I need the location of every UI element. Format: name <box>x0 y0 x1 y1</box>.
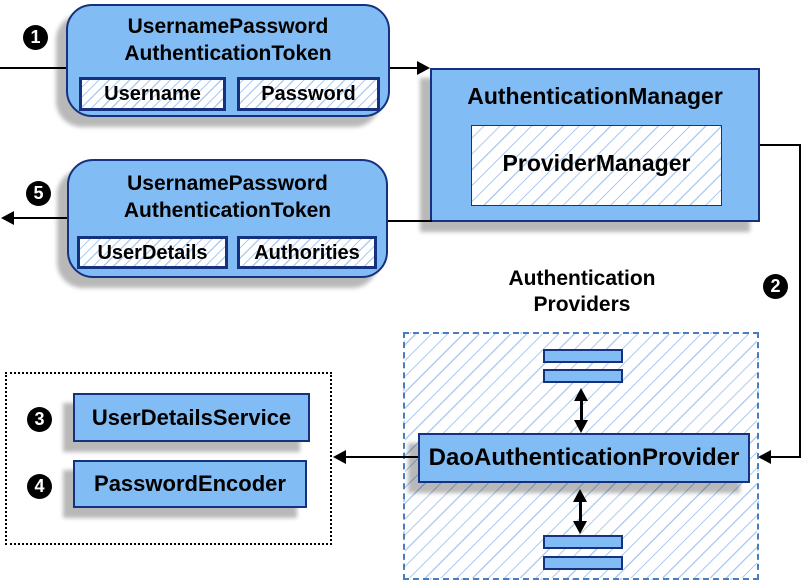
providers-label-line1: Authentication <box>508 267 656 290</box>
request-field-password: Password <box>237 77 380 111</box>
auth-manager-title: AuthenticationManager <box>467 83 723 109</box>
user-details-service-label: UserDetailsService <box>91 405 292 430</box>
request-inflow-line <box>0 67 66 69</box>
provider-manager-box: ProviderManager <box>471 125 722 206</box>
manager-to-dao-arrowhead <box>758 450 771 464</box>
manager-to-dao-line-vertical <box>799 144 801 458</box>
exchange-arrow-bottom-up-head <box>573 489 587 502</box>
user-details-service-box: UserDetailsService <box>73 393 310 442</box>
providers-label-line2: Providers <box>533 293 631 316</box>
response-outflow-line <box>12 217 67 219</box>
provider-bar-top-1 <box>543 349 623 363</box>
dao-to-services-line <box>345 456 418 458</box>
exchange-arrow-top-up-head <box>574 388 588 401</box>
manager-to-dao-line-horizontal-top <box>760 144 801 146</box>
provider-bar-top-2 <box>543 369 623 383</box>
step-5-badge: 5 <box>26 181 51 206</box>
response-token-title-line2: AuthenticationToken <box>123 199 332 222</box>
request-to-manager-line <box>390 67 419 69</box>
services-container <box>5 372 332 545</box>
dao-to-services-arrowhead <box>333 450 346 464</box>
exchange-arrow-bottom-shaft <box>579 499 582 524</box>
response-token-title-line1: UsernamePassword <box>127 172 328 195</box>
request-token-box: UsernamePassword AuthenticationToken <box>66 4 390 117</box>
password-encoder-box: PasswordEncoder <box>73 460 307 508</box>
response-field-authorities: Authorities <box>237 236 377 269</box>
dao-provider-label: DaoAuthenticationProvider <box>428 444 740 471</box>
exchange-arrow-bottom-down-head <box>573 521 587 534</box>
step-1-badge: 1 <box>23 25 48 50</box>
exchange-arrow-top-down-head <box>574 420 588 433</box>
response-outflow-arrowhead <box>1 211 14 225</box>
manager-to-dao-line-horizontal-bottom <box>770 456 801 458</box>
request-token-title-line2: AuthenticationToken <box>124 42 332 65</box>
step-3-badge: 3 <box>27 407 52 432</box>
manager-to-response-line <box>388 220 432 222</box>
request-field-username: Username <box>79 77 226 111</box>
dao-provider-box: DaoAuthenticationProvider <box>418 433 750 483</box>
step-4-badge: 4 <box>27 474 52 499</box>
step-2-badge: 2 <box>763 274 788 299</box>
provider-bar-bottom-1 <box>543 535 623 549</box>
request-to-manager-arrowhead <box>417 61 430 75</box>
provider-bar-bottom-2 <box>543 556 623 570</box>
response-field-userdetails: UserDetails <box>77 236 228 269</box>
provider-manager-label: ProviderManager <box>502 150 691 176</box>
password-encoder-label: PasswordEncoder <box>94 471 286 496</box>
request-token-title-line1: UsernamePassword <box>127 15 329 38</box>
providers-label: Authentication Providers <box>462 266 702 318</box>
exchange-arrow-top-shaft <box>580 398 583 423</box>
